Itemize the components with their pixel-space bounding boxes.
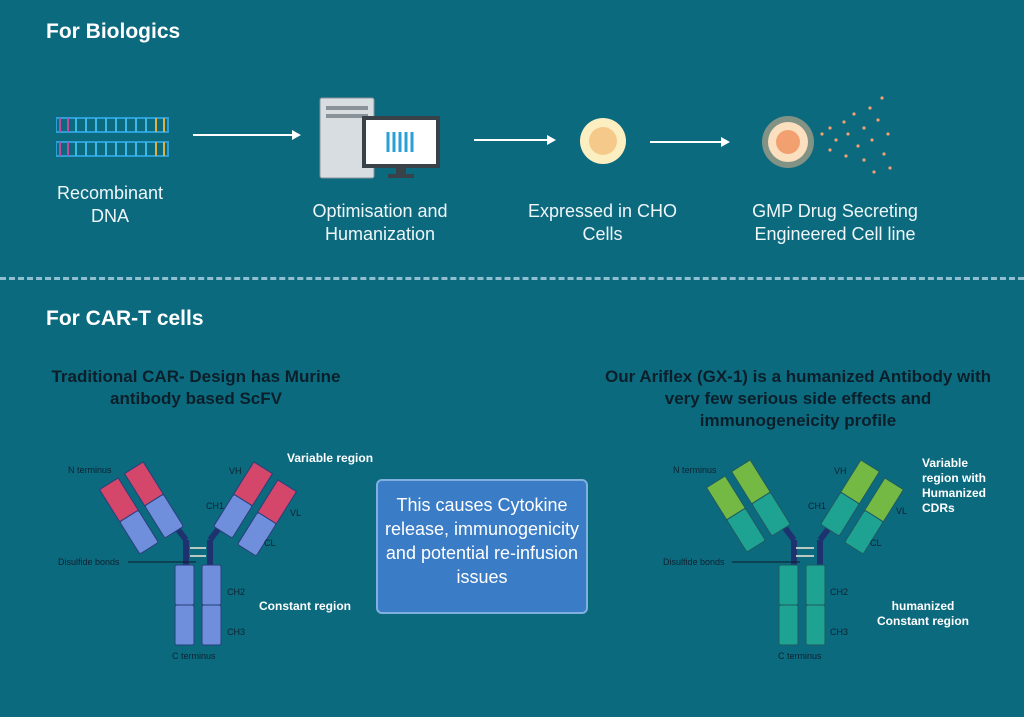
ch3-label-right: CH3 — [830, 627, 849, 637]
humanized-constant-region-label: humanized Constant region — [877, 599, 969, 628]
ariflex-title: Our Ariflex (GX-1) is a humanized Antibo… — [605, 367, 991, 430]
disulfide-label-right: Disulfide bonds — [663, 557, 725, 567]
cytokine-release-note: This causes Cytokine release, immunogeni… — [376, 479, 588, 614]
ch3-label: CH3 — [227, 627, 246, 637]
humanized-antibody-diagram — [705, 459, 905, 646]
ch2-label-right: CH2 — [830, 587, 849, 597]
c-terminus-label-right: C terminus — [778, 651, 822, 661]
cl-label-right: CL — [870, 538, 882, 548]
secreting-cell-icon — [762, 96, 892, 174]
step-recombinant-dna: Recombinant DNA — [56, 183, 164, 226]
vl-label: VL — [290, 508, 302, 518]
step-optimisation: Optimisation and Humanization — [312, 201, 448, 244]
dna-icon — [56, 117, 169, 157]
cl-label: CL — [264, 538, 276, 548]
step-gmp-cell-line: GMP Drug Secreting Engineered Cell line — [752, 201, 918, 244]
variable-region-humanized-label: Variable region with Humanized CDRs — [922, 456, 987, 515]
ch2-label: CH2 — [227, 587, 246, 597]
step-cho-cells: Expressed in CHO Cells — [527, 201, 678, 244]
disulfide-label: Disulfide bonds — [58, 557, 120, 567]
ch1-label-right: CH1 — [808, 501, 827, 511]
variable-region-label: Variable region — [287, 451, 374, 465]
ch1-label: CH1 — [206, 501, 225, 511]
vh-label: VH — [229, 466, 242, 476]
arrow-2 — [474, 135, 556, 145]
murine-antibody-diagram — [98, 461, 298, 646]
n-terminus-label: N terminus — [68, 465, 112, 475]
arrow-3 — [650, 137, 730, 147]
n-terminus-label-right: N terminus — [673, 465, 717, 475]
constant-region-label: Constant region — [259, 599, 351, 613]
vl-label-right: VL — [896, 506, 908, 516]
traditional-car-title: Traditional CAR- Design has Murine antib… — [51, 367, 341, 408]
c-terminus-label: C terminus — [172, 651, 216, 661]
biologics-title: For Biologics — [46, 20, 181, 43]
cho-cell-icon — [580, 118, 626, 164]
cart-title: For CAR-T cells — [46, 307, 204, 330]
computer-icon — [319, 97, 440, 179]
vh-label-right: VH — [834, 466, 847, 476]
section-divider — [0, 277, 1024, 280]
arrow-1 — [193, 130, 301, 140]
